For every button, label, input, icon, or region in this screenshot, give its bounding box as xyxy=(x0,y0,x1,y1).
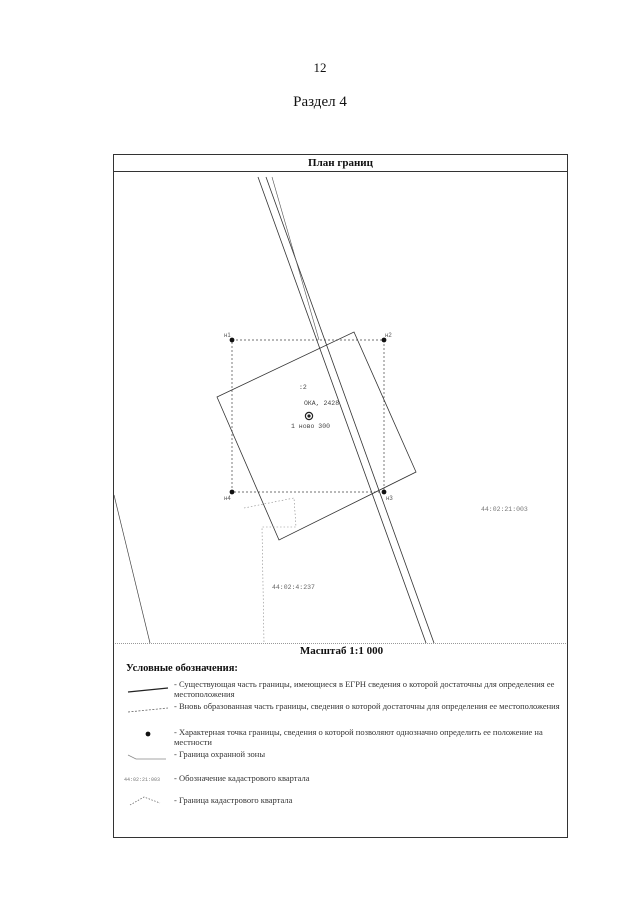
protection-zone-polygon xyxy=(216,331,417,541)
area-label: ОКА, 2428 xyxy=(304,400,339,407)
legend-item-new-boundary: - Вновь образованная часть границы, свед… xyxy=(174,701,560,711)
legend-symbol-point xyxy=(145,731,151,737)
point-label-n1: н1 xyxy=(224,333,231,339)
plan-frame: План границ н1 н2 н3 н4 :2 ОКА, 2428 1 н… xyxy=(113,154,568,838)
scale-label: Масштаб 1:1 000 xyxy=(299,645,384,657)
legend-symbol-quarter-boundary xyxy=(129,796,161,806)
boundary-map: н1 н2 н3 н4 :2 ОКА, 2428 1 ново 300 44:0… xyxy=(114,176,528,644)
legend-item-quarter-number: - Обозначение кадастрового квартала xyxy=(174,773,310,783)
existing-boundary-line-c xyxy=(271,176,320,341)
section-title: Раздел 4 xyxy=(293,94,347,110)
point-label-n2: н2 xyxy=(385,333,392,339)
parcel-number-label: :2 xyxy=(299,384,307,391)
map-area-border xyxy=(115,172,566,644)
existing-boundary-line-b xyxy=(265,176,435,644)
plan-title: План границ xyxy=(114,155,567,172)
legend-item-characteristic-point: - Характерная точка границы, сведения о … xyxy=(174,727,543,747)
parcel-center-dot xyxy=(307,414,311,418)
legend-item-quarter-boundary: - Граница кадастрового квартала xyxy=(174,795,293,805)
legend-item-existing-boundary: - Существующая часть границы, имеющиеся … xyxy=(174,679,555,699)
point-n1 xyxy=(229,337,235,343)
zone-label: 1 ново 300 xyxy=(291,423,330,430)
legend-title: Условные обозначения: xyxy=(126,663,238,674)
legend-symbol-new-boundary xyxy=(127,707,169,713)
left-boundary-line xyxy=(114,494,151,644)
point-n3 xyxy=(381,489,387,495)
page-number: 12 xyxy=(313,60,327,75)
legend-item-protection-zone: - Граница охранной зоны xyxy=(174,749,266,759)
point-n2 xyxy=(381,337,387,343)
legend-symbol-existing-boundary xyxy=(127,687,169,693)
point-label-n4: н4 xyxy=(224,496,231,502)
quarter-label-right: 44:02:21:003 xyxy=(481,506,528,513)
point-label-n3: н3 xyxy=(386,496,393,502)
quarter-label-bottom: 44:02:4:237 xyxy=(272,584,315,591)
new-parcel-rectangle xyxy=(231,339,385,493)
legend-symbol-protection-zone xyxy=(127,754,166,760)
existing-boundary-line-a xyxy=(257,176,427,644)
legend-symbol-quarter-number: 44:02:21:003 xyxy=(124,777,161,783)
point-n4 xyxy=(229,489,235,495)
